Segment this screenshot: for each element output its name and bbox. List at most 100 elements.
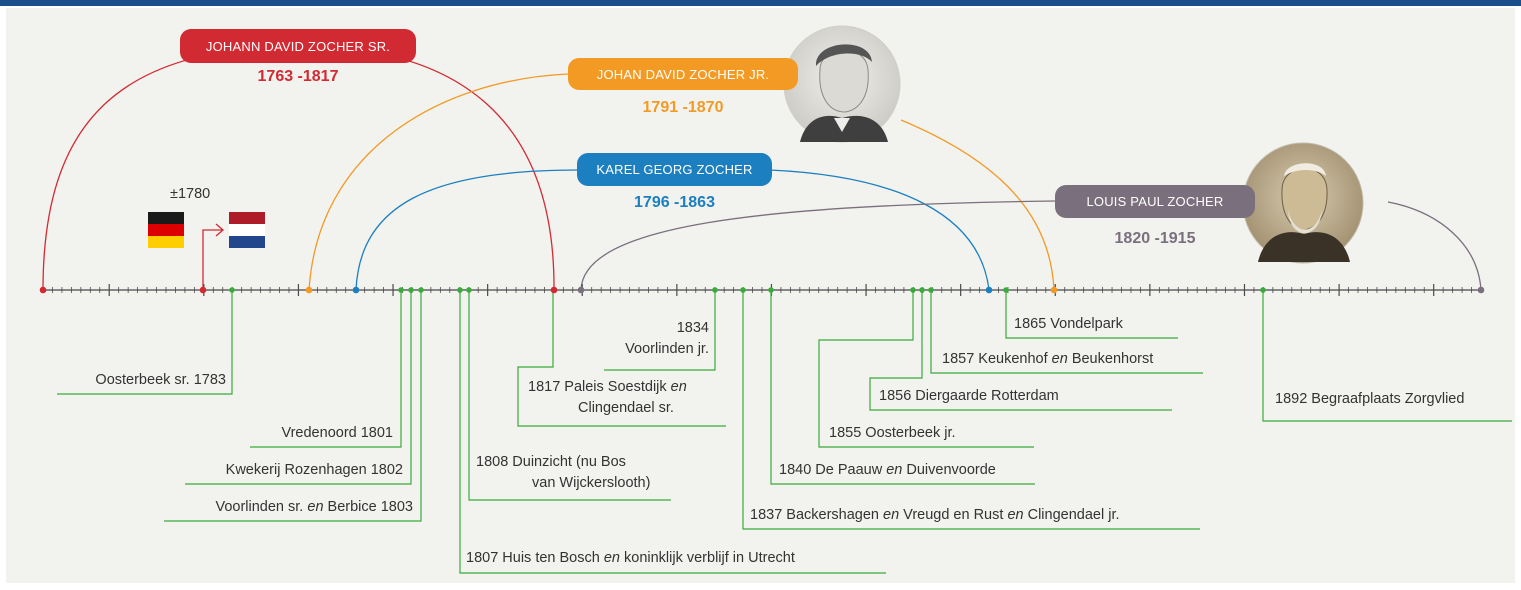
event-1803-b: Berbice 1803 — [323, 499, 413, 515]
dot-louis-birth — [577, 286, 585, 294]
event-1857-b: Beukenhorst — [1067, 351, 1154, 367]
connector-1802 — [185, 290, 412, 485]
connector-1840 — [770, 290, 1035, 485]
dot-sr-birth — [39, 286, 47, 294]
connector-1865 — [1005, 290, 1178, 339]
dot-migration — [199, 286, 207, 294]
event-1840: 1840 De Paauw en Duivenvoorde — [779, 460, 996, 481]
dot-1808 — [466, 287, 472, 293]
dot-1837 — [740, 287, 746, 293]
event-1817-en: en — [670, 379, 687, 395]
event-1807-a: 1807 Huis ten Bosch — [466, 550, 604, 566]
event-1840-en: en — [886, 462, 903, 478]
connector-1892 — [1262, 290, 1512, 422]
dot-1840 — [768, 287, 774, 293]
dot-sr-death — [550, 286, 558, 294]
netherlands-flag — [229, 212, 265, 248]
event-1834-line2: Voorlinden jr. — [625, 341, 709, 357]
event-1865: 1865 Vondelpark — [1014, 316, 1123, 332]
event-1803-en: en — [307, 499, 324, 515]
dot-1857 — [928, 287, 934, 293]
dot-jr-death — [1050, 286, 1058, 294]
axis-ticks — [42, 284, 1482, 296]
connector-1803 — [164, 290, 422, 522]
event-1803-a: Voorlinden sr. — [215, 499, 308, 515]
event-1808: 1808 Duinzicht (nu Bos van Wijckerslooth… — [476, 452, 650, 494]
connector-1783 — [57, 290, 233, 395]
connector-1855 — [818, 290, 1034, 448]
dot-1892 — [1260, 287, 1266, 293]
dot-1865 — [1003, 287, 1009, 293]
person-label-jr: JOHAN DAVID ZOCHER JR. — [568, 58, 798, 90]
event-1837-a: 1837 Backershagen — [750, 507, 884, 523]
dot-louis-death — [1477, 286, 1485, 294]
arc-jr — [308, 73, 569, 291]
connector-1856 — [869, 290, 1172, 411]
connector-1834 — [604, 290, 716, 371]
event-1837-en1: en — [883, 507, 900, 523]
event-1840-a: 1840 De Paauw — [779, 462, 887, 478]
dot-karel-death — [985, 286, 993, 294]
connector-1857 — [930, 290, 1203, 374]
event-1807: 1807 Huis ten Bosch en koninklijk verbli… — [466, 548, 795, 569]
event-1808-line2: van Wijckerslooth) — [532, 475, 651, 491]
dot-1807 — [457, 287, 463, 293]
person-years-louis: 1820 -1915 — [1114, 230, 1196, 247]
connector-1817 — [517, 290, 726, 427]
event-1892: 1892 Begraafplaats Zorgvlied — [1275, 391, 1465, 407]
person-label-karel: KAREL GEORG ZOCHER — [577, 153, 772, 186]
dot-1801 — [398, 287, 404, 293]
event-1803: Voorlinden sr. en Berbice 1803 — [215, 497, 413, 518]
arc-jr-right — [900, 119, 1055, 291]
event-1837: 1837 Backershagen en Vreugd en Rust en C… — [750, 505, 1120, 526]
person-label-louis: LOUIS PAUL ZOCHER — [1055, 185, 1255, 218]
person-years-sr: 1763 -1817 — [257, 68, 339, 85]
event-1817: 1817 Paleis Soestdijk en Clingendael sr. — [528, 377, 687, 419]
dot-karel-birth — [352, 286, 360, 294]
portrait-louis — [1242, 142, 1364, 264]
event-1834-line1: 1834 — [676, 320, 709, 336]
event-connectors — [57, 290, 1512, 574]
connector-1808 — [468, 290, 671, 501]
event-1837-b: Vreugd en Rust — [899, 507, 1008, 523]
event-1856: 1856 Diergaarde Rotterdam — [879, 388, 1059, 404]
dot-1834 — [712, 287, 718, 293]
event-1840-b: Duivenvoorde — [902, 462, 996, 478]
person-name-sr: JOHANN DAVID ZOCHER SR. — [205, 38, 391, 54]
dot-1855 — [910, 287, 916, 293]
event-1857-en: en — [1051, 351, 1068, 367]
dot-1802 — [408, 287, 414, 293]
event-1808-line1: 1808 Duinzicht (nu Bos — [476, 454, 626, 470]
event-1817-line2: Clingendael sr. — [578, 400, 674, 416]
dot-1783 — [229, 287, 235, 293]
arc-louis — [580, 200, 1482, 291]
dot-1856 — [919, 287, 925, 293]
person-name-louis: LOUIS PAUL ZOCHER — [1086, 194, 1224, 209]
connector-1807 — [459, 290, 886, 574]
event-1837-c: Clingendael jr. — [1023, 507, 1120, 523]
event-1802: Kwekerij Rozenhagen 1802 — [225, 462, 403, 478]
event-1857-a: 1857 Keukenhof — [942, 351, 1052, 367]
event-1857: 1857 Keukenhof en Beukenhorst — [942, 349, 1153, 370]
connector-1801 — [250, 290, 402, 448]
portrait-jr — [783, 25, 901, 143]
person-name-jr: JOHAN DAVID ZOCHER JR. — [596, 66, 770, 82]
migration-connector — [202, 223, 224, 290]
person-years-jr: 1791 -1870 — [642, 99, 724, 116]
person-name-karel: KAREL GEORG ZOCHER — [596, 162, 753, 177]
event-1817-a: 1817 Paleis Soestdijk — [528, 379, 671, 395]
dot-jr-birth — [305, 286, 313, 294]
event-1834: 1834 Voorlinden jr. — [625, 318, 709, 360]
event-1807-b: koninklijk verblijf in Utrecht — [619, 550, 795, 566]
event-1855: 1855 Oosterbeek jr. — [829, 425, 956, 441]
event-1783: Oosterbeek sr. 1783 — [95, 372, 226, 388]
event-1807-en: en — [603, 550, 620, 566]
event-1801: Vredenoord 1801 — [281, 425, 393, 441]
germany-flag — [148, 212, 184, 248]
event-1837-en2: en — [1007, 507, 1024, 523]
person-years-karel: 1796 -1863 — [634, 194, 715, 211]
top-bar — [0, 0, 1521, 6]
event-dots — [229, 287, 1266, 293]
